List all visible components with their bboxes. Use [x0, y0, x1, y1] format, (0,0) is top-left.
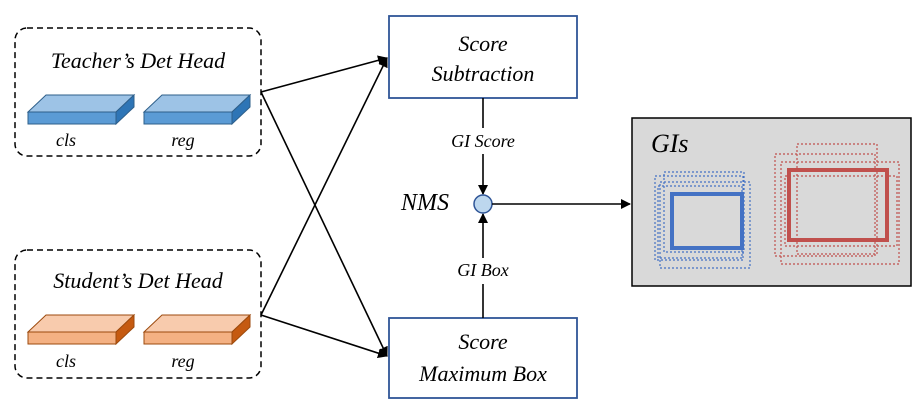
score-maximum-line2: Maximum Box — [418, 361, 547, 386]
nms-label: NMS — [400, 190, 449, 216]
student-cls-block — [26, 313, 136, 346]
gi-score-label: GI Score — [451, 131, 515, 151]
teacher-reg-label: reg — [171, 130, 194, 150]
gi-score-label-bg — [437, 128, 529, 154]
student-reg-block — [142, 313, 252, 346]
student-reg-label: reg — [171, 351, 194, 371]
teacher-cls-block — [26, 93, 136, 126]
gi-box-label: GI Box — [457, 260, 508, 280]
score-subtraction-line2: Subtraction — [432, 61, 535, 86]
gis-panel: GIs — [631, 117, 912, 287]
teacher-group-label: Teacher’s Det Head — [51, 48, 226, 73]
gis-label: GIs — [651, 129, 689, 158]
score-maximum-line1: Score — [458, 329, 508, 354]
student-cls-label: cls — [56, 351, 76, 371]
gis-red-boxes — [774, 143, 900, 265]
arrow-teacher-to-subtraction — [260, 55, 388, 93]
teacher-cls-label: cls — [56, 130, 76, 150]
arrow-student-to-maximum — [260, 314, 388, 358]
student-group-label: Student’s Det Head — [53, 268, 223, 293]
gis-blue-boxes — [654, 171, 751, 269]
nms-node — [473, 194, 493, 214]
score-maximum-box: Score Maximum Box — [388, 317, 578, 399]
teacher-reg-block — [142, 93, 252, 126]
arrow-student-to-subtraction — [260, 57, 388, 316]
teacher-det-head-group: Teacher’s Det Head cls reg — [14, 27, 262, 157]
gi-box-label-bg — [445, 258, 521, 284]
arrow-teacher-to-maximum — [260, 91, 388, 357]
score-subtraction-line1: Score — [458, 31, 508, 56]
score-subtraction-box: Score Subtraction — [388, 15, 578, 99]
student-det-head-group: Student’s Det Head cls reg — [14, 249, 262, 379]
